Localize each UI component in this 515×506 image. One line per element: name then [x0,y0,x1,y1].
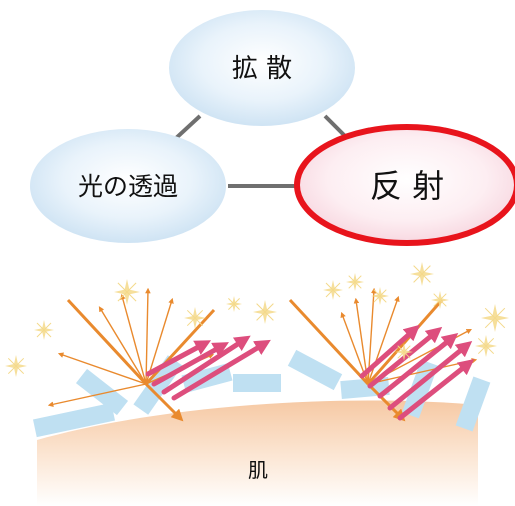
sparkle-ray [186,309,204,327]
sparkle-ray [117,282,137,302]
sparkle-ray [397,345,411,359]
skin-layer: 肌 [37,400,478,506]
particle [133,355,183,415]
sparkle-ray [433,293,447,307]
transmitted-ray [144,382,184,422]
particle [455,376,491,432]
reflected-arrow [377,332,459,399]
reflected-arrow [359,324,420,379]
scatter-ray [145,287,151,385]
particle [75,368,129,416]
sparkle-ray [228,298,240,310]
rays-right [288,287,478,422]
reflected-arrow [145,340,212,377]
sparkles [5,262,509,377]
node-reflection-label: 反 射 [370,167,444,205]
reflected-arrows [145,324,475,421]
scatter-ray [120,293,147,385]
node-transmission-label: 光の透過 [78,172,178,201]
incident-ray [66,298,148,386]
sparkle-ray [373,289,387,303]
reflected-arrow [397,359,475,421]
sparkle-ray [348,275,362,289]
reflected-arrow [387,340,473,411]
scatter-ray [98,306,147,385]
reflected-arrow [367,326,443,389]
incident-ray [288,298,370,386]
particle [33,402,115,438]
sparkle-ray [256,303,274,321]
sparkle-ray [477,337,495,355]
scatter-ray [47,383,147,408]
particle [233,374,281,392]
connector-diffusion-transmission [172,114,202,142]
particles [33,349,491,438]
node-diffusion: 拡 散 [169,10,355,126]
node-reflection: 反 射 [294,124,515,246]
reflected-arrow [151,342,229,387]
sparkle-ray [36,322,52,338]
node-transmission: 光の透過 [30,129,226,243]
node-connectors [172,114,349,188]
scatter-ray [57,352,147,385]
skin-label: 肌 [248,458,268,482]
node-diffusion-label: 拡 散 [232,54,292,84]
reflected-ray [366,299,444,385]
connector-diffusion-reflection [323,114,349,140]
sparkle-ray [7,357,25,375]
reflected-arrow [161,335,251,395]
sparkle-ray [413,265,431,283]
reflected-arrow [171,339,271,401]
scatter-ray [367,295,400,385]
sparkle-ray [325,282,341,298]
sparkle-ray [484,307,506,329]
transmitted-ray [366,382,406,422]
particle [287,349,343,391]
